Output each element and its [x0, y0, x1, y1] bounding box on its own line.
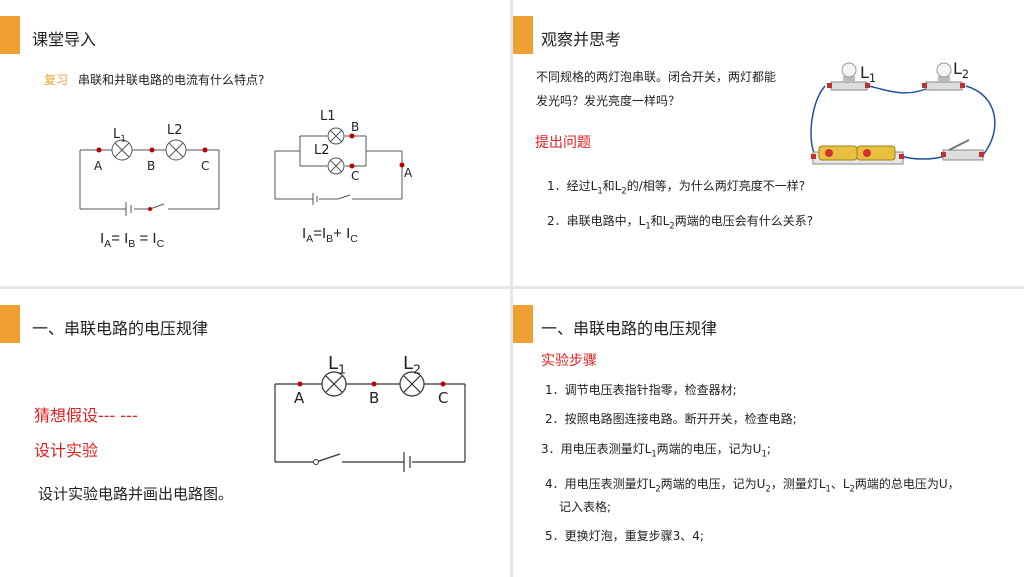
bulb-l2-icon [327, 157, 345, 175]
circuit-label-a: A [294, 389, 305, 407]
review-label: 复习 [44, 73, 69, 87]
title-accent-bar [0, 305, 20, 343]
observe-text-line2: 发光吗？发光亮度一样吗？ [536, 94, 681, 108]
parallel-label-b: B [351, 120, 360, 134]
battery-icon [811, 145, 904, 165]
slide-series-voltage-steps[interactable]: 一、串联电路的电压规律 实验步骤 1．调节电压表指针指零，检查器材; 2．按照电… [513, 289, 1024, 577]
slide-class-intro[interactable]: 课堂导入 复习 串联和并联电路的电流有什么特点? [0, 0, 510, 286]
slide-title: 课堂导入 [32, 30, 97, 49]
series-voltage-circuit-diagram [274, 371, 466, 472]
physical-circuit-illustration [810, 62, 996, 165]
question-2: 2．串联电路中，L1和L2两端的电压会有什么关系? [547, 214, 814, 231]
slide-observe-think[interactable]: 观察并思考 不同规格的两灯泡串联。闭合开关，两灯都能 发光吗？发光亮度一样吗？ … [513, 0, 1024, 286]
design-heading: 设计实验 [34, 441, 99, 460]
steps-heading: 实验步骤 [541, 353, 597, 369]
circuit-label-l1: L1 [328, 353, 347, 377]
photo-label-l2: L2 [953, 59, 970, 82]
step-2: 2．按照电路图连接电路。断开开关，检查电路; [545, 412, 797, 426]
formula-series: IA= IB = IC [100, 230, 165, 250]
parallel-label-l1: L1 [320, 109, 336, 124]
bulb-l1-icon [827, 62, 870, 91]
label-l2: L2 [167, 123, 183, 138]
step-5: 5．更换灯泡，重复步骤3、4; [545, 529, 704, 543]
switch-icon [941, 139, 984, 161]
question-heading: 提出问题 [535, 135, 591, 151]
parallel-label-c: C [351, 169, 360, 183]
circuit-label-c: C [438, 389, 449, 407]
review-question: 串联和并联电路的电流有什么特点? [78, 73, 265, 87]
step-1: 1．调节电压表指针指零，检查器材; [545, 383, 737, 397]
title-accent-bar [513, 305, 533, 343]
design-instruction: 设计实验电路并画出电路图。 [38, 485, 234, 503]
step-3: 3．用电压表测量灯L1两端的电压，记为U1; [541, 442, 771, 459]
parallel-label-a: A [404, 166, 413, 180]
circuit-label-l2: L2 [403, 353, 422, 377]
question-1: 1．经过L1和L2的/相等，为什么两灯亮度不一样? [547, 179, 806, 196]
slide-title: 一、串联电路的电压规律 [541, 319, 718, 338]
circuit-label-b: B [369, 389, 380, 407]
node-dots [297, 381, 446, 465]
label-c: C [201, 159, 210, 173]
observe-text-line1: 不同规格的两灯泡串联。闭合开关，两灯都能 [536, 70, 777, 84]
slide-title: 一、串联电路的电压规律 [32, 319, 209, 338]
title-accent-bar [513, 16, 533, 54]
series-circuit-diagram [79, 139, 220, 216]
hypothesis-heading: 猜想假设--- --- [34, 406, 138, 425]
formula-parallel: IA=IB+ IC [302, 225, 358, 245]
node-dots [349, 133, 405, 169]
bulb-l2-icon [165, 139, 187, 161]
parallel-label-l2: L2 [314, 143, 330, 158]
bulb-l1-icon [111, 139, 133, 161]
step-4: 4．用电压表测量灯L2两端的电压，记为U2，测量灯L1、L2两端的总电压为U， [545, 477, 960, 494]
bulb-l2-icon [922, 62, 965, 91]
label-b: B [147, 159, 156, 173]
photo-label-l1: L1 [860, 63, 877, 86]
parallel-circuit-diagram [274, 127, 405, 205]
label-a: A [94, 159, 103, 173]
bulb-l1-icon [321, 371, 347, 397]
step-4-continued: 记入表格; [559, 500, 612, 514]
slide-title: 观察并思考 [541, 30, 622, 49]
node-dots [96, 147, 208, 211]
title-accent-bar [0, 16, 20, 54]
label-l1: L1 [113, 127, 127, 145]
bulb-l1-icon [327, 127, 345, 145]
slide-series-voltage-design[interactable]: 一、串联电路的电压规律 猜想假设--- --- 设计实验 设计实验电路并画出电路… [0, 289, 510, 577]
bulb-l2-icon [399, 371, 425, 397]
